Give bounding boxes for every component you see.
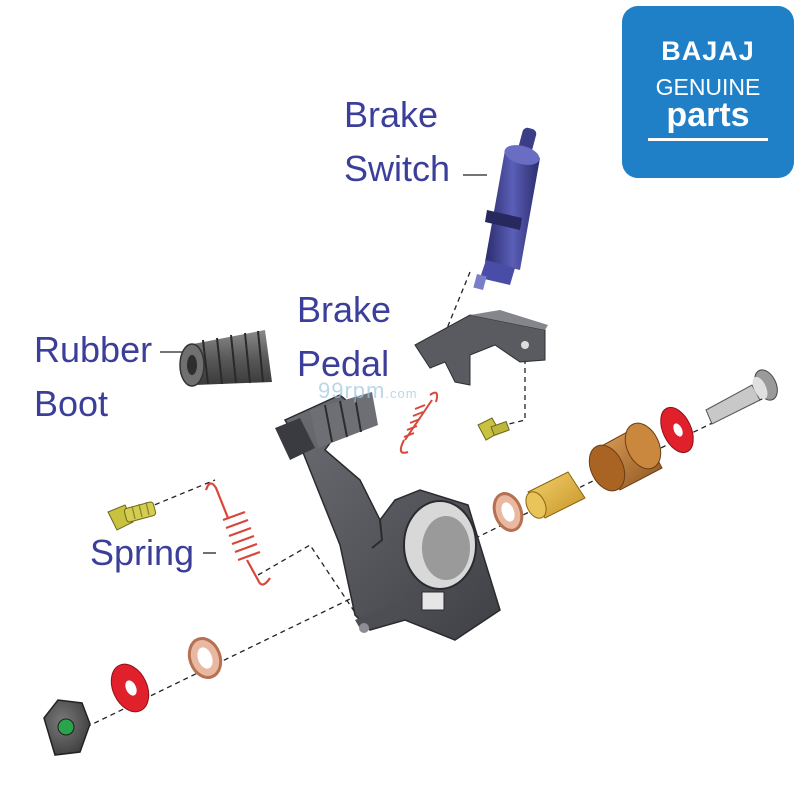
logo-brand: BAJAJ [661,36,755,66]
logo-underline [648,138,768,141]
copper-washer-right-part [492,492,524,532]
rubber-boot-part [179,330,272,387]
copper-washer-left-part [187,637,223,679]
red-washer-right-part [660,406,694,454]
watermark-main: 99rpm [318,378,386,403]
pivot-bolt-part [705,369,778,425]
label-rubber-boot-line2: Boot [34,383,109,424]
small-spring-part [399,391,439,454]
bracket-bolt-part [477,417,510,441]
label-brake-pedal-line1: Brake [297,289,392,330]
red-washer-left-part [110,663,150,713]
label-brake-switch-line2: Switch [344,148,451,189]
label-brake-pedal-line2: Pedal [297,343,390,384]
label-rubber-boot: Rubber Boot [34,323,152,431]
return-spring-part [204,482,271,586]
label-rubber-boot-line1: Rubber [34,329,153,370]
label-leader-lines [160,174,487,554]
logo-parts: parts [666,96,750,134]
logo-genuine: GENUINE [655,74,761,100]
label-spring: Spring [90,532,195,573]
spring-bolt-part [107,501,157,531]
label-brake-switch-line1: Brake [344,94,439,135]
bronze-bushing-part [588,422,663,492]
brake-pedal-part [275,392,501,641]
label-brake-pedal: Brake Pedal [297,283,391,391]
brake-switch-part [473,127,540,291]
watermark-suffix: .com [385,386,418,401]
flange-nut-part [43,699,91,756]
bajaj-genuine-parts-logo: BAJAJ GENUINE parts [622,6,794,178]
label-brake-switch: Brake Switch [344,88,450,196]
pivot-hardware [43,369,778,756]
bracket-part [414,310,548,386]
pivot-pin-part [525,471,586,519]
watermark: 99rpm.com [318,378,418,404]
